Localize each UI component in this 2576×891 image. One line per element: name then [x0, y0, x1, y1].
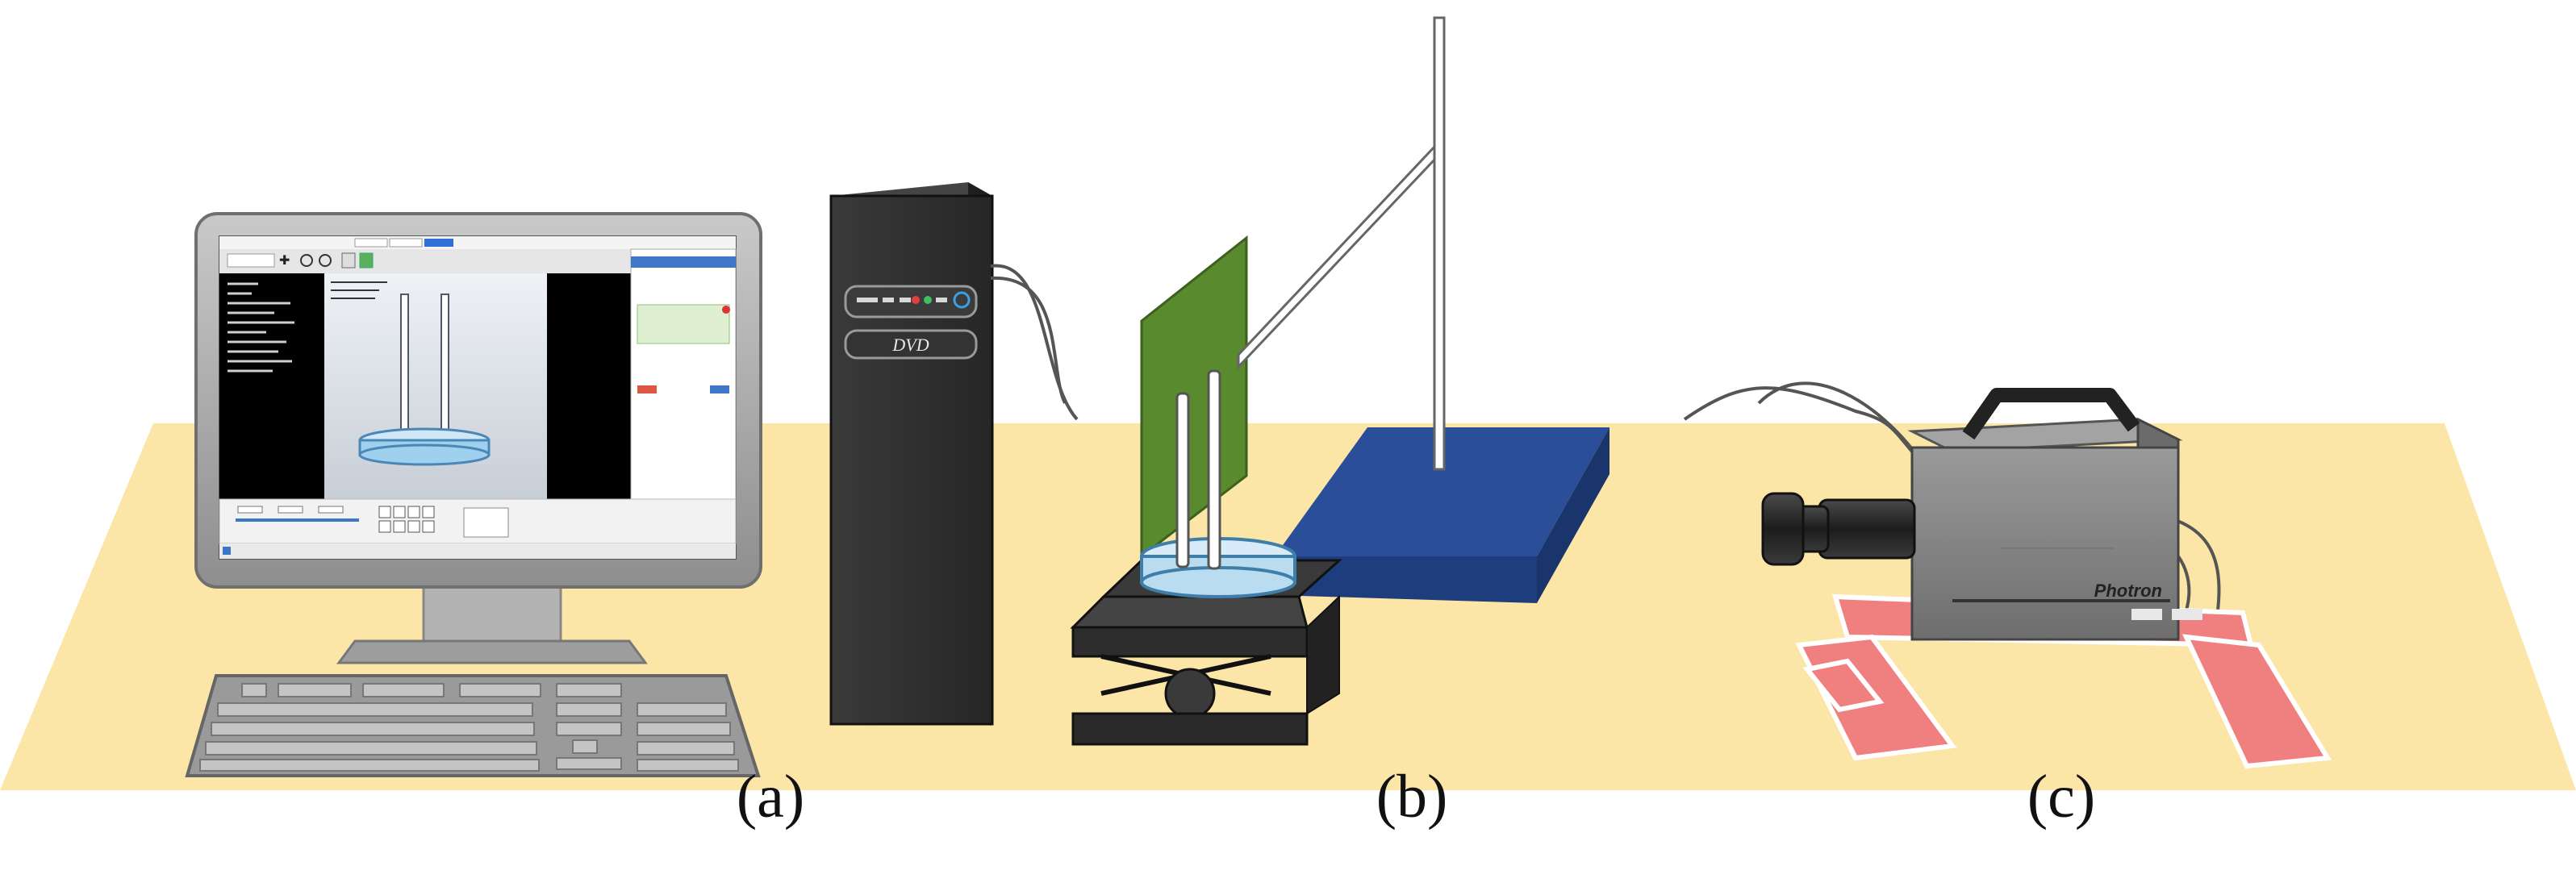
- screen-right-pane: [547, 273, 631, 499]
- stand-pole: [1433, 16, 1446, 471]
- screen-side-panel: [630, 248, 737, 500]
- monitor-base: [336, 639, 648, 664]
- glass-rod-right: [1207, 369, 1221, 570]
- jack-base: [1071, 712, 1309, 746]
- tower-cable: [990, 264, 1079, 421]
- power-icon: [953, 291, 971, 309]
- computer: ✚: [194, 212, 762, 664]
- camera-cable-2: [1757, 381, 1922, 461]
- keyboard: [185, 674, 761, 777]
- tower-cable-2: [990, 276, 1067, 404]
- camera-brand: Photron: [2094, 581, 2162, 601]
- camera-port-2: [2172, 609, 2202, 620]
- blue-base-plate-top: [1275, 427, 1609, 556]
- camera-port-1: [2131, 609, 2162, 620]
- stand-arm: [1237, 144, 1436, 370]
- screen-left-pane: [219, 273, 324, 499]
- tower-drive-bay: [844, 329, 978, 360]
- glass-rod-left: [1175, 392, 1190, 568]
- panel-label-a: (a): [736, 763, 805, 831]
- pc-tower: DVD: [829, 182, 1079, 726]
- blue-base-plate-edge: [1275, 556, 1537, 603]
- experimental-setup: [1070, 16, 1609, 746]
- tower-front: [829, 194, 994, 726]
- camera-lens-front: [1761, 492, 1805, 566]
- camera-handle: [1962, 388, 2140, 440]
- jack-knob: [1164, 668, 1216, 719]
- high-speed-camera: Photron: [1683, 381, 2332, 769]
- panel-label-b: (b): [1376, 763, 1448, 831]
- camera-lens-barrel: [1818, 498, 1916, 560]
- monitor-neck: [422, 583, 562, 643]
- drive-label: DVD: [891, 335, 929, 355]
- panel-label-c: (c): [2027, 763, 2096, 831]
- camera-body: [1910, 446, 2180, 641]
- svg-text:✚: ✚: [279, 254, 290, 268]
